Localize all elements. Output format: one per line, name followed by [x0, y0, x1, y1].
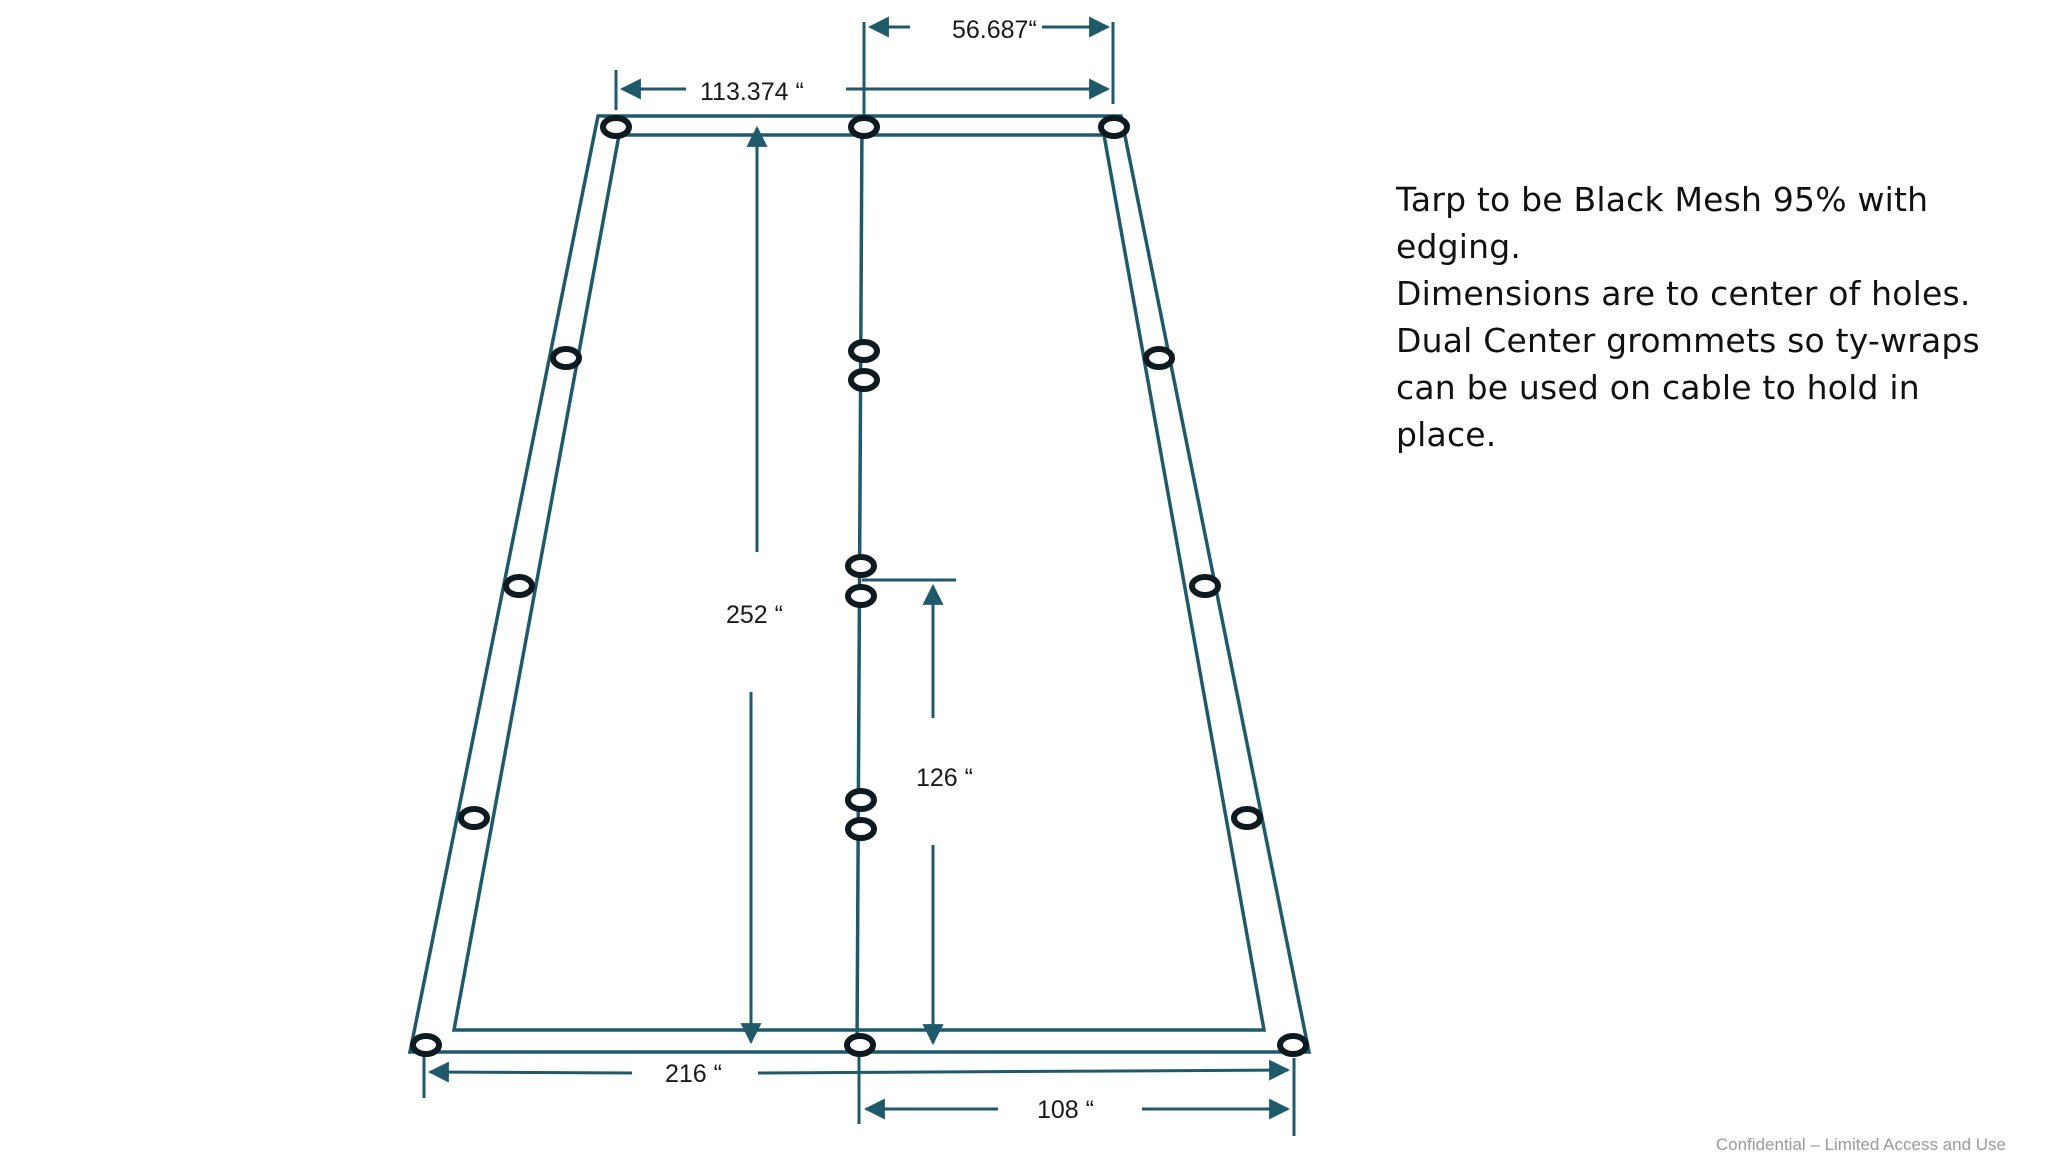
dimension-label-top-half: 56.687“	[952, 16, 1037, 44]
grommet-icon	[550, 346, 582, 370]
dimension-top-half	[862, 16, 1115, 118]
grommet-icon	[848, 339, 880, 363]
grommet-icon	[845, 817, 877, 841]
confidential-footer: Confidential – Limited Access and Use	[1715, 1135, 2006, 1154]
grommet-icon	[845, 788, 877, 812]
note-line: Dimensions are to center of holes.	[1396, 274, 1971, 313]
dimension-label-bottom-full: 216 “	[665, 1060, 722, 1088]
grommet-icon	[845, 584, 877, 608]
dimension-bottom-full	[422, 1056, 1296, 1136]
specification-notes: Tarp to be Black Mesh 95% with edging. D…	[1396, 176, 2016, 458]
note-line: Tarp to be Black Mesh 95% with	[1396, 180, 1929, 219]
dimension-arrow	[427, 1061, 633, 1083]
tarp-inner-edge	[451, 133, 1267, 1032]
dimension-label-center-height: 126 “	[916, 764, 973, 792]
grommet-icon	[848, 368, 880, 392]
note-line: edging.	[1396, 227, 1522, 266]
grommet-icon	[410, 1033, 442, 1057]
dimension-label-bottom-half: 108 “	[1037, 1096, 1094, 1124]
dimension-label-height: 252 “	[726, 601, 783, 629]
dimension-arrow	[757, 1059, 1291, 1081]
note-line: place.	[1396, 415, 1497, 454]
dimension-bottom-half	[857, 1050, 1291, 1124]
dimension-top-full	[614, 70, 1111, 110]
grommet-icon	[1189, 574, 1221, 598]
grommet-icon	[844, 1033, 876, 1057]
dimension-label-top-full: 113.374 “	[700, 78, 804, 106]
dimension-height	[740, 125, 768, 1045]
grommet-icon	[1231, 806, 1263, 830]
dimension-center-height	[862, 578, 956, 1046]
grommet-icon	[1277, 1033, 1309, 1057]
grommet-icon	[600, 115, 632, 139]
note-line: Dual Center grommets so ty-wraps	[1396, 321, 1980, 360]
grommet-icon	[848, 115, 880, 139]
grommet-icon	[458, 806, 490, 830]
grommet-icon	[1098, 115, 1130, 139]
grommets	[410, 115, 1309, 1057]
note-line: can be used on cable to hold in	[1396, 368, 1920, 407]
tarp-outer-edge	[407, 114, 1312, 1054]
grommet-icon	[503, 574, 535, 598]
tarp-outline	[407, 114, 1312, 1054]
grommet-icon	[1143, 346, 1175, 370]
grommet-icon	[845, 554, 877, 578]
